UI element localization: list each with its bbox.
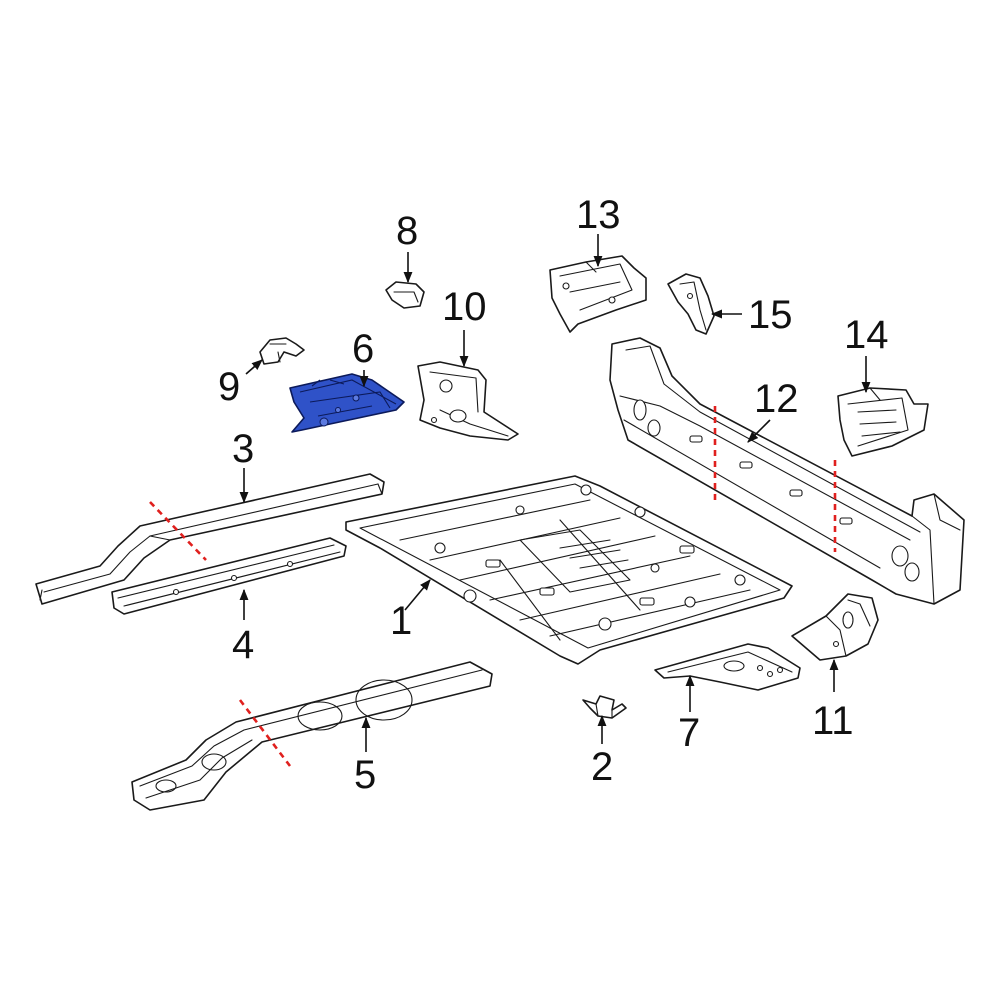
- callout-15: 15: [748, 293, 793, 337]
- cut-line-part-3: [149, 501, 207, 561]
- callout-labels: 1 2 3 4 5 6 7 8 9 10 11 12 13 14 15: [218, 193, 889, 797]
- part-6-highlighted-plate[interactable]: [289, 373, 405, 433]
- callout-7: 7: [678, 711, 700, 755]
- cut-lines: [149, 406, 837, 767]
- callout-5: 5: [354, 753, 376, 797]
- part-9-bracket[interactable]: [259, 337, 305, 365]
- callout-6: 6: [352, 327, 374, 371]
- leader-arrows: [239, 234, 871, 752]
- part-14-bracket[interactable]: [837, 387, 929, 457]
- part-15-bracket[interactable]: [667, 273, 715, 335]
- cut-line-part-5: [238, 699, 292, 767]
- callout-8: 8: [396, 209, 418, 253]
- part-13-bracket[interactable]: [549, 255, 647, 333]
- part-4-rail[interactable]: [111, 537, 347, 615]
- callout-4: 4: [232, 623, 254, 667]
- part-8-cap[interactable]: [385, 281, 425, 309]
- callout-3: 3: [232, 427, 254, 471]
- part-5-rail[interactable]: [131, 661, 493, 811]
- callout-11: 11: [812, 699, 854, 743]
- part-12-side-sill[interactable]: [609, 337, 965, 605]
- part-11-bracket[interactable]: [791, 593, 879, 661]
- part-7-bracket-panel[interactable]: [654, 643, 801, 691]
- callout-12: 12: [754, 377, 799, 421]
- callout-14: 14: [844, 313, 889, 357]
- callout-9: 9: [218, 365, 240, 409]
- callout-1: 1: [390, 599, 412, 643]
- callout-13: 13: [576, 193, 621, 237]
- leader-9: [245, 359, 263, 375]
- callout-2: 2: [591, 745, 613, 789]
- part-2-bracket[interactable]: [582, 695, 627, 719]
- part-3-rail[interactable]: [35, 473, 385, 605]
- leader-12: [747, 419, 771, 443]
- part-10-corner-bracket[interactable]: [417, 361, 519, 441]
- callout-10: 10: [442, 285, 487, 329]
- part-1-floor-pan[interactable]: [345, 475, 793, 665]
- leader-1: [404, 579, 431, 611]
